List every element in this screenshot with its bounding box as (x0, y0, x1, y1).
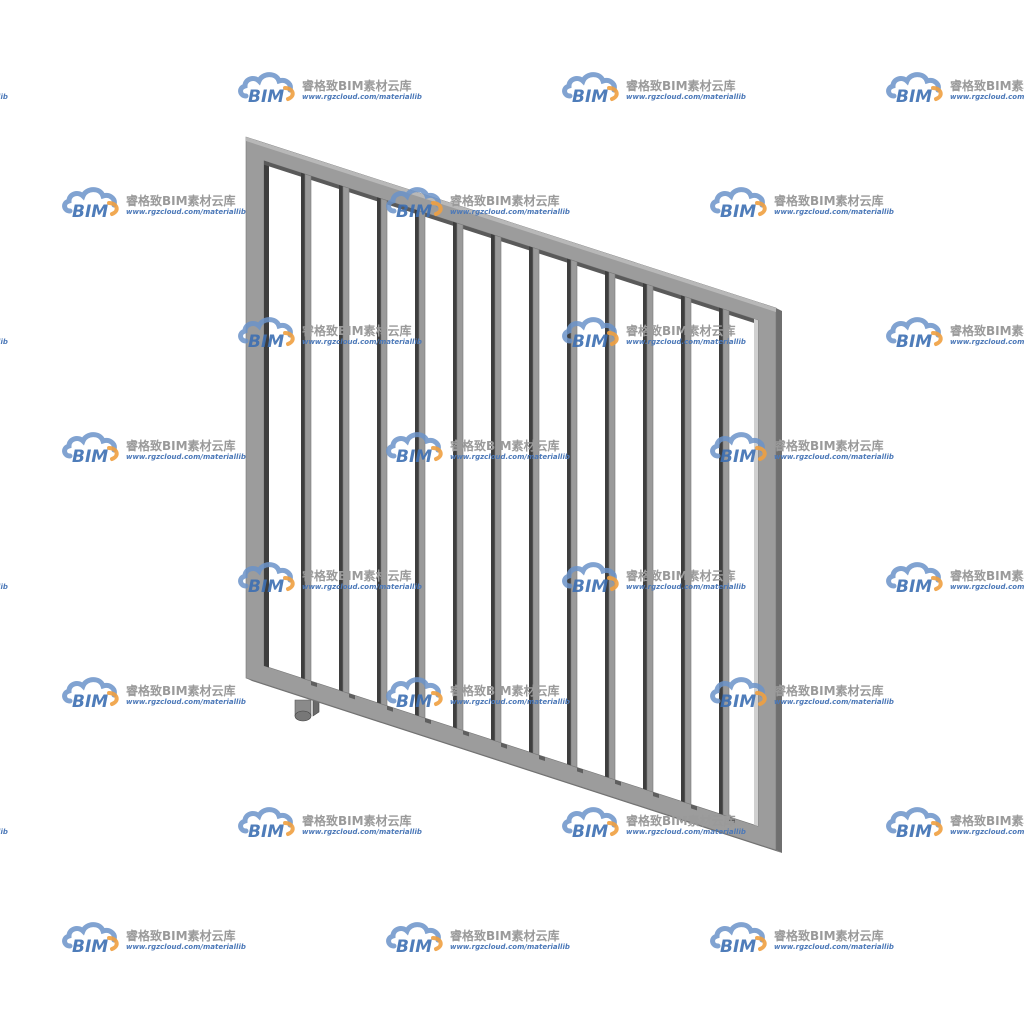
bar-shadow-11 (681, 295, 685, 803)
bar-shadow-10 (643, 283, 647, 791)
bar-foot-1 (311, 681, 317, 688)
bar-3 (380, 198, 388, 707)
bar-6 (494, 234, 502, 744)
bar-foot-5 (463, 730, 469, 737)
bar-7 (532, 247, 540, 756)
bar-1 (304, 173, 312, 682)
bar-12 (722, 308, 730, 818)
gate-frame (245, 136, 782, 853)
bar-foot-2 (349, 693, 355, 700)
bar-shadow-2 (339, 185, 343, 692)
frame-inner-edge-right (754, 318, 758, 827)
hinge-cap (294, 710, 312, 722)
bar-11 (684, 296, 692, 805)
bar-10 (646, 283, 654, 793)
bar-foot-6 (501, 742, 507, 749)
bar-shadow-7 (529, 246, 533, 754)
frame-inner-shadow-left (264, 160, 269, 668)
bar-foot-12 (729, 816, 735, 823)
bar-shadow-3 (377, 197, 381, 704)
bar-9 (608, 271, 616, 781)
bar-shadow-9 (605, 270, 609, 778)
bar-shadow-8 (567, 258, 571, 766)
bar-2 (342, 185, 350, 694)
bar-foot-3 (387, 705, 393, 712)
frame-right-depth (776, 308, 782, 853)
bar-shadow-12 (719, 307, 723, 815)
bar-8 (570, 259, 578, 768)
bar-foot-11 (691, 804, 697, 811)
bar-4 (418, 210, 426, 719)
bar-foot-7 (539, 755, 545, 762)
bar-foot-9 (615, 779, 621, 786)
bar-foot-8 (577, 767, 583, 774)
bar-foot-10 (653, 792, 659, 799)
frame-top-bevel (246, 137, 776, 312)
bar-shadow-4 (415, 209, 419, 717)
bar-shadow-6 (491, 234, 495, 741)
bar-5 (456, 222, 464, 731)
bar-shadow-1 (301, 172, 305, 680)
bar-shadow-5 (453, 221, 457, 729)
bar-foot-4 (425, 718, 431, 725)
